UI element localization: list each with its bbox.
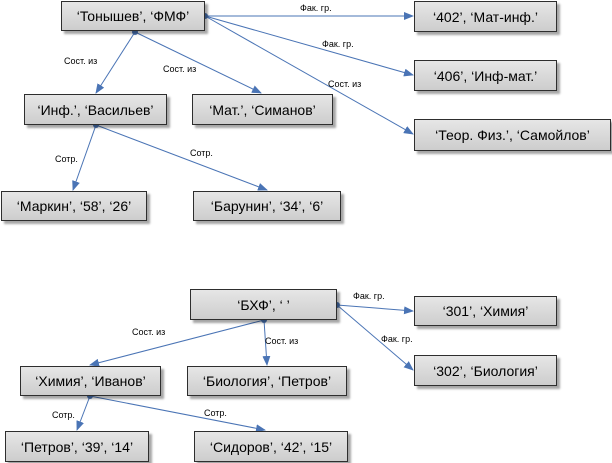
edge-label-root-406: Фак. гр. bbox=[322, 39, 354, 49]
node-301-chemistry: ‘301’, ‘Химия’ bbox=[414, 296, 557, 326]
edge-root-inf bbox=[95, 31, 136, 94]
edge-label-bxf-chem: Сост. из bbox=[132, 327, 166, 337]
node-markin: ‘Маркин’, ‘58’, ‘26’ bbox=[1, 191, 147, 221]
edge-bxf-301 bbox=[336, 304, 414, 315]
node-sidorov: ‘Сидоров’, ‘42’, ‘15’ bbox=[194, 431, 348, 462]
node-biology-petrov: ‘Биология’, ‘Петров’ bbox=[187, 366, 347, 396]
node-bxf: ‘БХФ’, ‘ ’ bbox=[190, 289, 337, 320]
edge-label-chem-petrov: Сотр. bbox=[52, 410, 75, 420]
edge-root-406 bbox=[204, 15, 414, 77]
edge-root-mat bbox=[134, 31, 262, 94]
node-tonyshev-fmf: ‘Тонышев’, ‘ФМФ’ bbox=[61, 1, 205, 31]
node-mat-simanov: ‘Мат.’, ‘Симанов’ bbox=[192, 94, 333, 125]
edge-label-bxf-302: Фак. гр. bbox=[381, 334, 413, 344]
edge-bxf-bio bbox=[262, 319, 271, 366]
edge-inf-markin bbox=[72, 124, 97, 191]
edge-label-root-mat: Сост. из bbox=[163, 64, 197, 74]
edge-chem-petrov bbox=[76, 395, 91, 431]
edge-label-bxf-bio: Сост. из bbox=[265, 336, 299, 346]
node-chemistry-ivanov: ‘Химия’, ‘Иванов’ bbox=[20, 366, 161, 396]
edge-label-root-teor: Сост. из bbox=[328, 79, 362, 89]
edge-root-teor bbox=[204, 15, 414, 135]
node-inf-vasiliev: ‘Инф.’, ‘Васильев’ bbox=[24, 94, 167, 125]
edge-label-inf-barunin: Сотр. bbox=[190, 148, 213, 158]
node-barunin: ‘Барунин’, ‘34’, ‘6’ bbox=[193, 191, 341, 221]
edge-label-chem-sidorov: Сотр. bbox=[204, 408, 227, 418]
node-406-inf-mat: ‘406’, ‘Инф-мат.’ bbox=[414, 60, 557, 91]
edge-bxf-chem bbox=[89, 319, 265, 367]
edge-bxf-302 bbox=[336, 304, 414, 371]
edge-label-inf-markin: Сотр. bbox=[55, 154, 78, 164]
node-petrov: ‘Петров’, ‘39’, ‘14’ bbox=[5, 431, 149, 462]
edge-chem-sidorov bbox=[89, 395, 266, 433]
edge-label-root-inf: Сост. из bbox=[64, 56, 98, 66]
edge-label-root-402: Фак. гр. bbox=[300, 3, 332, 13]
edge-inf-barunin bbox=[95, 124, 268, 191]
edge-label-bxf-301: Фак. гр. bbox=[353, 291, 385, 301]
node-302-biology: ‘302’, ‘Биология’ bbox=[414, 355, 557, 386]
node-402-mat-inf: ‘402’, ‘Мат-инф.’ bbox=[414, 1, 557, 32]
node-teor-fiz-samoylov: ‘Теор. Физ.’, ‘Самойлов’ bbox=[414, 119, 611, 151]
